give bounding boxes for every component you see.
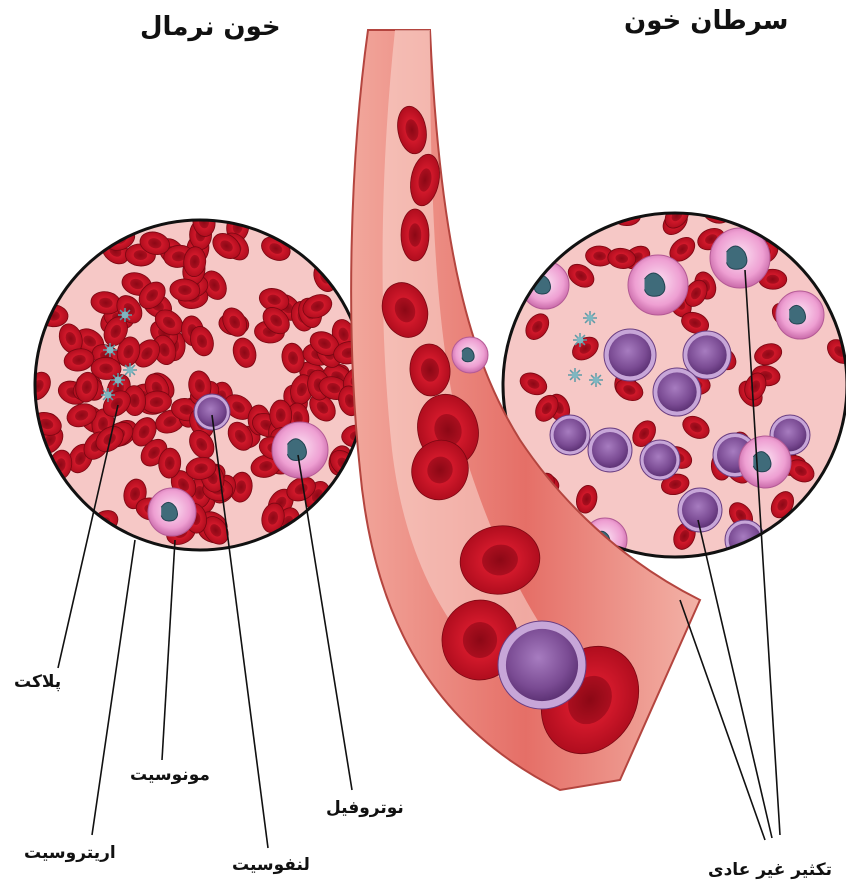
platelet [568, 368, 582, 382]
neutrophil-cell [132, 180, 172, 220]
normal-blood-title: خون نرمال [140, 12, 281, 42]
platelet [123, 363, 137, 377]
abnormal-lymphocyte-cell [588, 428, 632, 472]
vessel-lymphocyte-cell [498, 621, 586, 709]
abnormal-lymphocyte-cell [653, 368, 701, 416]
platelet [103, 343, 117, 357]
platelet [589, 373, 603, 387]
erythrocyte-label: اریتروسیت [24, 843, 116, 863]
pointer-neutrophil [298, 455, 352, 790]
pointer-abnormal-2 [698, 520, 772, 838]
abnormal-proliferation-label: تکثیر غیر عادی [708, 860, 832, 880]
normal-blood-circle [21, 180, 384, 550]
monocyte-cell [148, 488, 196, 536]
lymphocyte-label: لنفوسیت [232, 855, 310, 875]
red-blood-cell [401, 209, 429, 261]
abnormal-lymphocyte-cell [636, 143, 700, 207]
abnormal-lymphocyte-cell [604, 329, 656, 381]
platelet [583, 311, 597, 325]
abnormal-white-cell [521, 261, 569, 309]
abnormal-white-cell [592, 180, 632, 220]
abnormal-white-cell [739, 436, 791, 488]
cancer-blood-title: سرطان خون [624, 6, 788, 36]
neutrophil-label: نوتروفیل [326, 798, 404, 818]
abnormal-white-cell [776, 291, 824, 339]
monocyte-label: مونوسیت [130, 765, 210, 785]
platelet [111, 373, 125, 387]
platelet [101, 388, 115, 402]
abnormal-lymphocyte-cell [640, 440, 680, 480]
platelet-label: پلاکت [14, 672, 61, 692]
lymphocyte-cell [194, 394, 230, 430]
abnormal-lymphocyte-cell [725, 520, 765, 560]
abnormal-lymphocyte-cell [550, 415, 590, 455]
pointer-monocyte [162, 540, 175, 760]
pointer-erythrocyte [92, 540, 135, 835]
platelet [573, 333, 587, 347]
vessel-white-cell [452, 337, 488, 373]
abnormal-white-cell [628, 255, 688, 315]
pointer-abnormal-3 [680, 600, 765, 840]
platelet [118, 308, 132, 322]
